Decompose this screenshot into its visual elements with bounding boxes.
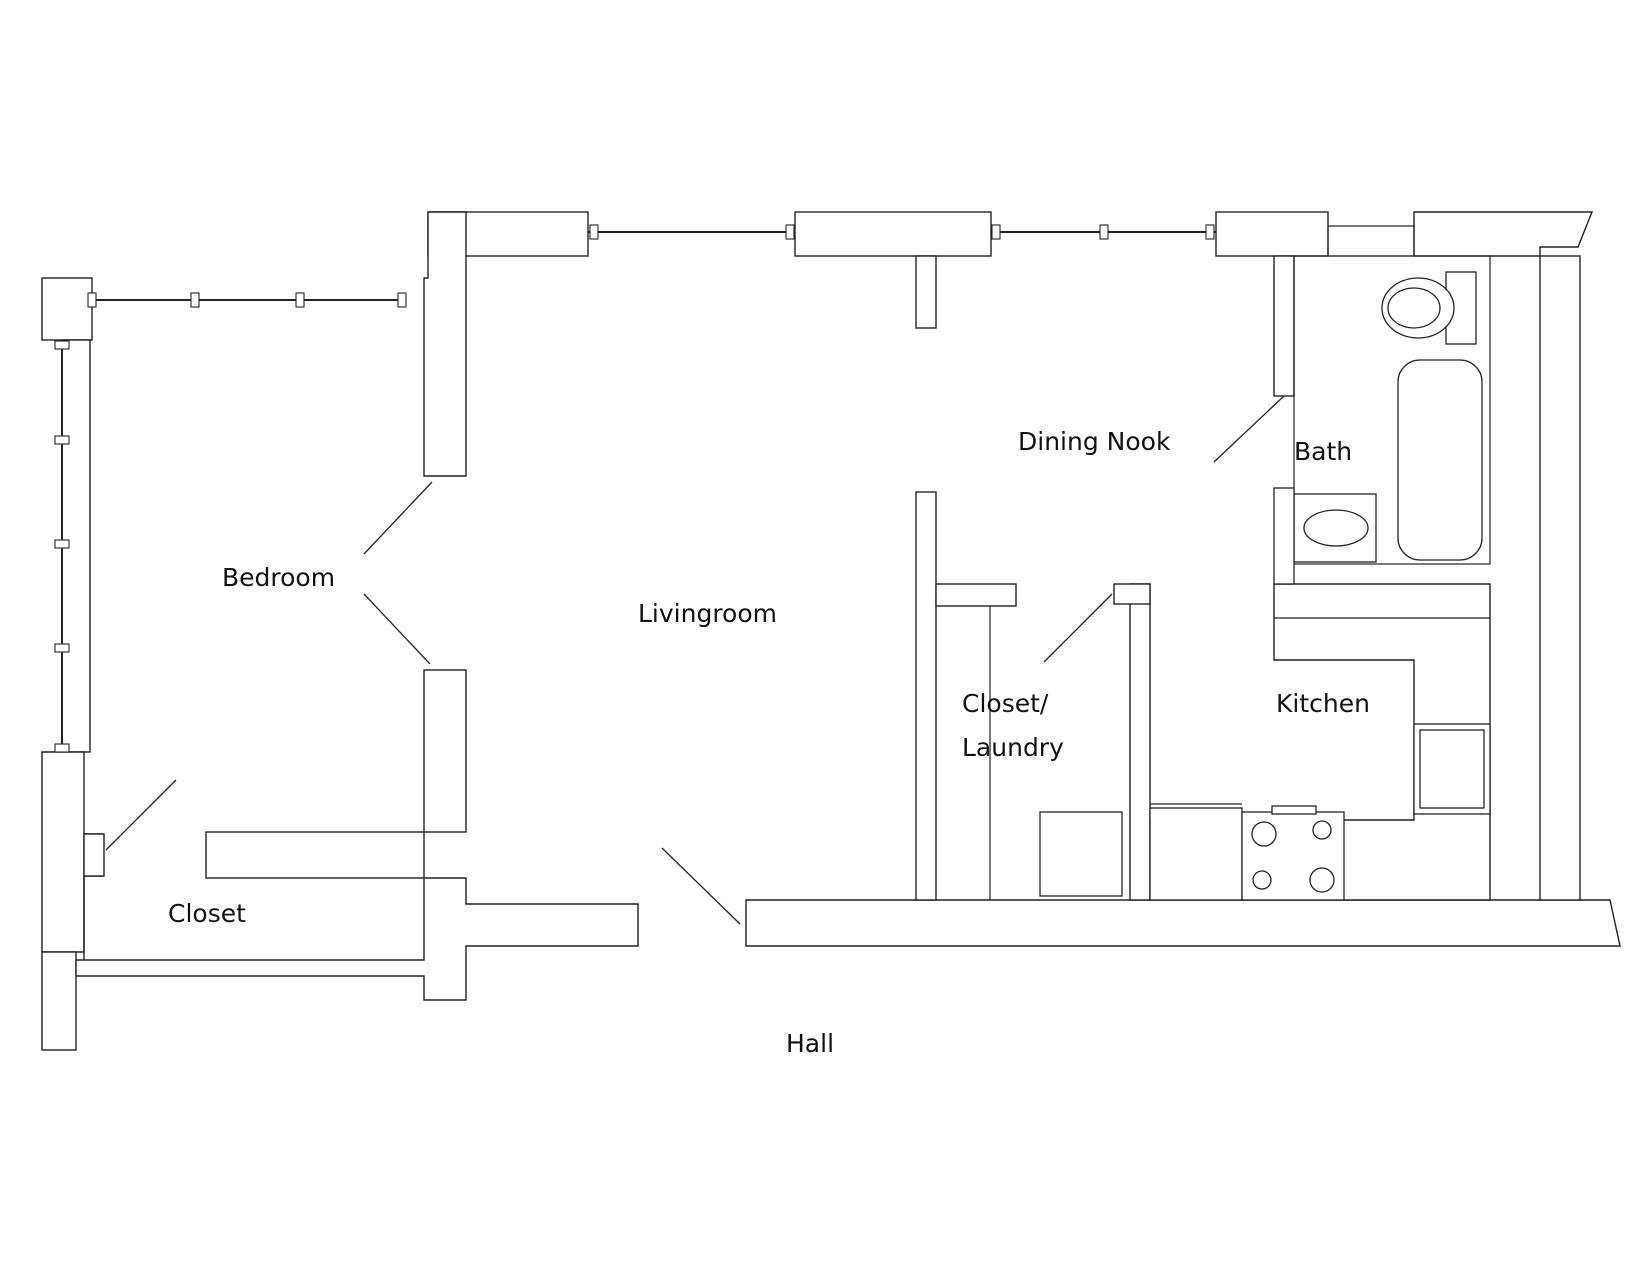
door-bedroom-upper	[363, 481, 433, 555]
window-mullion	[397, 292, 407, 308]
wall-top-right-block	[1215, 211, 1329, 257]
wall-closet-top	[205, 831, 425, 879]
toilet-icon	[1381, 271, 1477, 345]
door-laundry	[1043, 593, 1113, 663]
window-bath-top	[1327, 225, 1415, 257]
wall-laundry-west	[915, 491, 937, 901]
door-closet	[105, 779, 177, 851]
label-hall: Hall	[786, 1029, 834, 1058]
window-mullion	[87, 292, 97, 308]
window-mullion	[54, 643, 70, 653]
washer-icon	[1039, 811, 1123, 897]
door-bedroom-lower	[363, 593, 431, 665]
window-mullion	[54, 539, 70, 549]
wall-laundry-top	[935, 583, 1017, 607]
door-entry	[661, 847, 741, 925]
label-closet-laundry-line1: Closet/	[962, 689, 1049, 718]
window-mullion	[785, 224, 795, 240]
wall-east	[1539, 255, 1581, 901]
wall-top-center-block	[794, 211, 992, 257]
windows	[61, 225, 1415, 752]
label-closet: Closet	[168, 899, 246, 928]
window-mullion	[54, 340, 70, 350]
wall-west-hall	[41, 951, 77, 1051]
label-livingroom: Livingroom	[638, 599, 777, 628]
window-mullion	[190, 292, 200, 308]
wall-bath-west	[1273, 255, 1295, 397]
stove-icon	[1241, 805, 1345, 901]
label-kitchen: Kitchen	[1276, 689, 1370, 718]
wall-closet-bottom	[75, 876, 639, 1001]
room-labels: Bedroom Livingroom Dining Nook Bath Clos…	[168, 427, 1370, 1058]
wall-stub-dining	[915, 255, 937, 329]
walls	[41, 211, 1621, 1051]
bathtub-icon	[1397, 359, 1483, 561]
wall-bedroom-corner	[41, 277, 93, 341]
window-mullion	[1205, 224, 1215, 240]
refrigerator-icon	[1413, 723, 1491, 815]
fixtures	[1039, 271, 1491, 901]
window-mullion	[991, 224, 1001, 240]
window-mullion	[589, 224, 599, 240]
label-closet-laundry-line2: Laundry	[962, 733, 1064, 762]
window-mullion	[295, 292, 305, 308]
wall-hall-right	[745, 899, 1621, 947]
wall-laundry-east	[1129, 583, 1151, 901]
doors	[105, 395, 1285, 925]
label-dining-nook: Dining Nook	[1018, 427, 1171, 456]
bathroom-sink-icon	[1273, 487, 1377, 585]
wall-laundry-east-top	[1113, 583, 1151, 605]
wall-top-right-corner	[1413, 211, 1594, 257]
label-bath: Bath	[1294, 437, 1352, 466]
wall-bedroom-living-lower	[423, 669, 467, 833]
window-mullions	[54, 224, 1215, 753]
window-mullion	[1099, 224, 1109, 240]
window-mullion	[54, 435, 70, 445]
window-mullion	[54, 743, 70, 753]
wall-bedroom-living-upper	[423, 211, 467, 477]
dishwasher-icon	[1149, 807, 1243, 901]
wall-closet-jamb	[83, 833, 105, 877]
door-bath	[1213, 395, 1285, 463]
label-bedroom: Bedroom	[222, 563, 335, 592]
